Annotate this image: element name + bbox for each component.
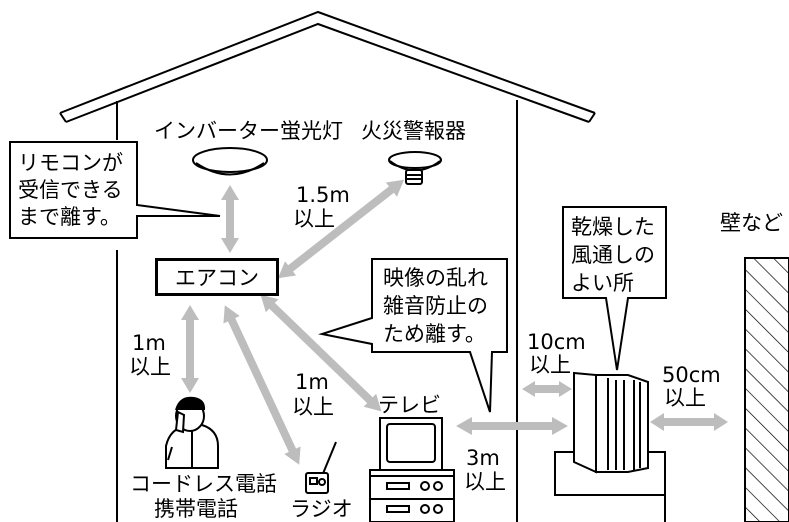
label-mobile-phone: 携帯電話 <box>154 497 238 521</box>
house-roof <box>59 10 596 123</box>
callout-remote-line-1: リモコンが <box>18 151 123 175</box>
label-radio: ラジオ <box>290 497 353 521</box>
label-50cm: 50cm <box>662 363 721 387</box>
label-tv: テレビ <box>378 393 441 417</box>
wall-hatch <box>744 257 789 522</box>
label-10cm-over: 以上 <box>529 353 571 377</box>
label-1m-left: 1m <box>132 331 166 355</box>
label-1m-left-over: 以上 <box>129 355 171 379</box>
arrow-aircon-phone <box>181 305 199 393</box>
label-wall: 壁など <box>720 211 783 235</box>
callout-interference-line-3: ため離す。 <box>383 322 486 346</box>
callout-dry-balloon <box>562 206 667 371</box>
arrow-aircon-tv <box>260 294 382 412</box>
callout-dry-line-2: 風通しの <box>571 243 655 267</box>
label-cordless-phone: コードレス電話 <box>130 472 277 496</box>
label-10cm: 10cm <box>527 330 586 354</box>
label-1m-mid-over: 以上 <box>292 395 334 419</box>
callout-interference-line-1: 映像の乱れ <box>383 266 488 290</box>
label-1-5m: 1.5m <box>296 183 350 207</box>
arrow-aircon-alarm <box>277 179 405 279</box>
tv-set-icon <box>369 417 455 522</box>
arrow-10cm <box>522 381 572 397</box>
callout-dry-line-1: 乾燥した <box>571 215 655 239</box>
label-3m-over: 以上 <box>464 470 506 494</box>
radio-icon <box>305 441 337 494</box>
label-aircon: エアコン <box>175 266 259 290</box>
distance-arrows <box>181 179 728 465</box>
label-1-5m-over: 以上 <box>293 207 335 231</box>
callout-remote-balloon <box>9 141 221 239</box>
arrow-tv-3m <box>456 417 568 435</box>
label-1m-mid: 1m <box>295 370 329 394</box>
arrow-aircon-radio <box>223 305 301 465</box>
callout-remote-line-3: まで離す。 <box>18 205 121 229</box>
arrow-light-aircon <box>226 194 234 244</box>
arrow-50cm <box>650 413 728 431</box>
label-50cm-over: 以上 <box>664 386 706 410</box>
callout-dry-line-3: よい所 <box>571 271 634 295</box>
callout-remote-line-2: 受信できる <box>18 178 123 202</box>
large-tv-icon <box>554 371 666 522</box>
aircon-box: エアコン <box>155 258 279 296</box>
callout-interference-line-2: 雑音防止の <box>383 294 488 318</box>
ceiling-light-icon <box>192 147 268 176</box>
label-inverter-light: インバーター蛍光灯 <box>154 119 343 143</box>
person-phone-icon <box>165 396 219 469</box>
callout-interference-balloon <box>318 258 508 413</box>
label-3m: 3m <box>466 446 500 470</box>
label-fire-alarm: 火災警報器 <box>361 119 466 143</box>
fire-alarm-icon <box>388 151 442 185</box>
